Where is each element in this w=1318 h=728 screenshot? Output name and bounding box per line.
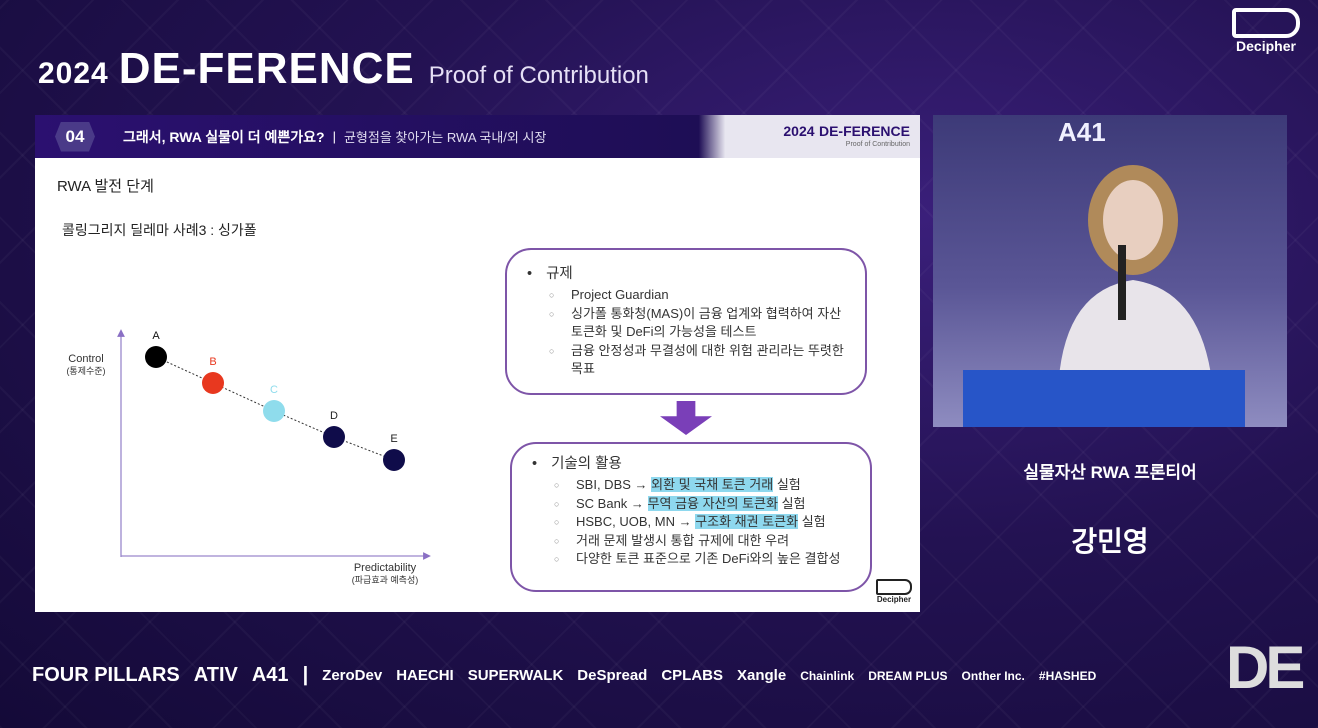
x-axis-sublabel: (파급효과 예측성) — [352, 575, 418, 585]
brand-tagline: Proof of Contribution — [845, 141, 910, 148]
sponsor-logo: ZeroDev — [322, 667, 383, 684]
highlighted-text: 무역 금융 자산의 토큰화 — [647, 495, 778, 511]
speaker-video: A41 — [933, 115, 1287, 427]
point-label-c: C — [270, 384, 278, 396]
item-text: 실험 — [798, 514, 826, 529]
regulation-list: Project Guardian싱가폴 통화청(MAS)이 금융 업계와 협력하… — [549, 286, 855, 379]
sponsor-logo: #HASHED — [1038, 668, 1097, 683]
slide-heading: RWA 발전 단계 — [57, 178, 154, 195]
regulation-item: Project Guardian — [549, 286, 855, 305]
decipher-logo: Decipher — [1232, 8, 1300, 54]
slide-subheading: 콜링그리지 딜레마 사례3 : 싱가폴 — [62, 222, 257, 238]
point-label-b: B — [209, 356, 216, 368]
point-c — [263, 400, 285, 422]
y-axis-label: Control — [68, 353, 103, 365]
presentation-slide: 04 그래서, RWA 실물이 더 예쁜가요? | 균형점을 찾아가는 RWA … — [35, 115, 920, 612]
section-subtitle: 균형점을 찾아가는 RWA 국내/외 시장 — [343, 130, 547, 145]
event-name: DE-FERENCE — [118, 44, 415, 93]
item-text: 실험 — [777, 495, 806, 511]
section-title: 그래서, RWA 실물이 더 예쁜가요? — [123, 128, 325, 145]
x-axis-label: Predictability — [354, 562, 417, 574]
sponsor-logo: ATIV — [193, 664, 238, 686]
event-tagline: Proof of Contribution — [428, 62, 649, 89]
technology-box: 기술의 활용 SBI, DBS → 외환 및 국채 토큰 거래 실험SC Ban… — [510, 442, 872, 592]
point-b — [202, 372, 224, 394]
slide-header: 04 그래서, RWA 실물이 더 예쁜가요? | 균형점을 찾아가는 RWA … — [35, 115, 920, 158]
sponsor-logo: | — [302, 664, 309, 686]
item-text: 거래 문제 발생시 통합 규제에 대한 우려 — [576, 532, 790, 548]
corner-logo: DE — [1226, 634, 1305, 701]
item-text: HSBC, UOB, MN → — [576, 514, 696, 529]
point-e — [383, 449, 405, 471]
regulation-item: 싱가폴 통화청(MAS)이 금융 업계와 협력하여 자산 토큰화 및 DeFi의… — [549, 305, 855, 342]
event-year: 2024 — [38, 57, 109, 90]
separator: | — [332, 129, 336, 144]
highlighted-text: 구조화 채권 토큰화 — [695, 514, 799, 529]
technology-item: 다양한 토큰 표준으로 기존 DeFi와의 높은 결합성 — [554, 550, 860, 569]
sponsor-logo: DeSpread — [577, 667, 648, 684]
point-label-a: A — [152, 330, 160, 342]
point-a — [145, 346, 167, 368]
technology-heading: 기술의 활용 — [522, 452, 860, 473]
technology-item: HSBC, UOB, MN → 구조화 채권 토큰화 실험 — [554, 513, 860, 532]
item-text: SC Bank → — [576, 495, 648, 511]
point-d — [323, 426, 345, 448]
technology-item: SC Bank → 무역 금융 자산의 토큰화 실험 — [554, 495, 860, 514]
sponsor-logo: Onther Inc. — [961, 668, 1025, 683]
sponsor-logo: HAECHI — [396, 667, 454, 684]
brand-year: 2024 — [783, 123, 815, 139]
sponsor-logo: FOUR PILLARS — [32, 664, 180, 686]
slide-logo-text: Decipher — [876, 595, 912, 604]
sponsor-logo: Xangle — [737, 667, 787, 684]
backdrop-logo: A41 — [1058, 117, 1106, 147]
technology-item: 거래 문제 발생시 통합 규제에 대한 우려 — [554, 532, 860, 551]
brand-name: DE-FERENCE — [818, 123, 910, 139]
section-number: 04 — [55, 121, 95, 152]
down-arrow-icon — [660, 401, 712, 435]
point-label-d: D — [330, 410, 338, 422]
slide-decipher-logo: Decipher — [876, 579, 912, 604]
point-label-e: E — [390, 433, 397, 445]
sponsor-bar: FOUR PILLARS ATIV A41 | ZeroDev HAECHI SUPERWA… — [32, 664, 1096, 687]
sponsor-logo: SUPERWALK — [467, 667, 564, 684]
podium — [963, 370, 1245, 427]
decipher-mark-icon — [876, 579, 912, 595]
regulation-box: 규제 Project Guardian싱가폴 통화청(MAS)이 금융 업계와 … — [505, 248, 867, 395]
sponsor-logo: DREAM PLUS — [868, 668, 948, 683]
event-title: 2024 DE-FERENCE Proof of Contribution — [38, 44, 649, 94]
item-text: 다양한 토큰 표준으로 기존 DeFi와의 높은 결합성 — [576, 551, 841, 566]
collingridge-diagram: Control (통제수준) Predictability (파급효과 예측성)… — [66, 329, 431, 585]
decipher-logo-text: Decipher — [1236, 38, 1296, 54]
regulation-heading: 규제 — [517, 262, 855, 283]
technology-item: SBI, DBS → 외환 및 국채 토큰 거래 실험 — [554, 476, 860, 495]
regulation-item: 금융 안정성과 무결성에 대한 위험 관리라는 뚜렷한 목표 — [549, 342, 855, 379]
speaker-figure — [1058, 165, 1213, 390]
decipher-mark-icon — [1232, 8, 1300, 38]
sponsor-logo: Chainlink — [800, 668, 855, 683]
sponsor-logo: CPLABS — [661, 667, 723, 684]
speaker-name: 강민영 — [1071, 526, 1149, 557]
highlighted-text: 외환 및 국채 토큰 거래 — [651, 477, 774, 492]
technology-list: SBI, DBS → 외환 및 국채 토큰 거래 실험SC Bank → 무역 … — [554, 476, 860, 569]
slide-brand: 2024 DE-FERENCE Proof of Contribution — [783, 123, 910, 148]
item-text: 실험 — [773, 477, 801, 492]
item-text: SBI, DBS → — [576, 477, 652, 492]
y-axis-sublabel: (통제수준) — [66, 366, 105, 376]
sponsor-logo: A41 — [251, 664, 289, 686]
talk-topic: 실물자산 RWA 프론티어 — [1023, 463, 1197, 482]
